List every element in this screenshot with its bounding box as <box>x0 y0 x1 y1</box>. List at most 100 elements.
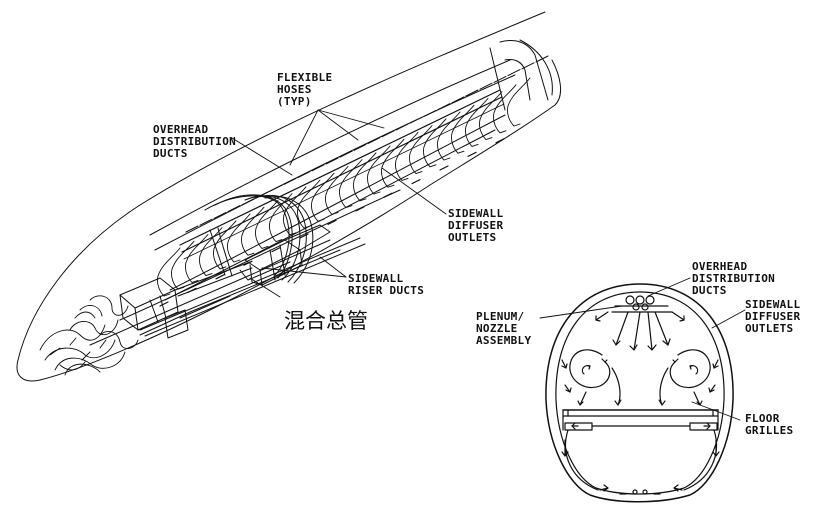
riser-loop-end <box>387 184 395 188</box>
nose-tubing <box>39 295 139 376</box>
label-overhead-distribution-ducts-left: OVERHEAD DISTRIBUTION DUCTS <box>153 123 237 160</box>
label-sidewall-riser-ducts: SIDEWALL RISER DUCTS <box>348 272 425 297</box>
fuselage-skin <box>16 11 562 382</box>
overhead-slot <box>339 150 353 158</box>
sidewall-slot <box>467 151 477 157</box>
riser-loop-end <box>373 191 381 195</box>
overhead-slot <box>409 116 423 124</box>
sidewall-slot <box>271 247 281 253</box>
riser-loop <box>451 104 475 154</box>
sidewall-slot <box>159 301 169 307</box>
label-mix-manifold-chinese: 混合总管 <box>284 309 368 333</box>
riser-loop-end <box>359 198 367 202</box>
overhead-slot <box>479 82 493 90</box>
overhead-slot <box>199 218 213 226</box>
sidewall-slot <box>355 206 365 212</box>
riser-loop <box>465 97 489 147</box>
floor-grilles-and-return <box>561 422 720 495</box>
label-sidewall-diffuser-outlets-right: SIDEWALL DIFFUSER OUTLETS <box>745 298 801 335</box>
overhead-slot <box>507 69 521 77</box>
overhead-duct-run <box>179 89 505 260</box>
overhead-slot <box>437 103 451 111</box>
overhead-slot <box>227 205 241 213</box>
riser-loop <box>423 118 447 168</box>
riser-loop-end <box>163 293 171 297</box>
riser-loop <box>157 247 181 297</box>
overhead-outlet-slots <box>185 55 549 233</box>
riser-loop <box>507 77 531 127</box>
riser-loop <box>283 186 307 236</box>
riser-loop-end <box>457 150 465 154</box>
riser-loop <box>241 206 265 256</box>
overhead-slot <box>269 184 283 192</box>
riser-loop <box>437 111 461 161</box>
overhead-slot <box>367 137 381 145</box>
riser-loop-end <box>275 239 283 243</box>
riser-loop <box>227 213 251 263</box>
overhead-slot <box>381 130 395 138</box>
overhead-slot <box>213 211 227 219</box>
riser-loop-end <box>289 232 297 236</box>
riser-loop <box>339 159 363 209</box>
riser-loop-end <box>443 157 451 161</box>
riser-loop <box>381 138 405 188</box>
overhead-slot <box>521 62 535 70</box>
riser-loop-end <box>317 218 325 222</box>
overhead-slot <box>465 89 479 97</box>
overhead-slot <box>283 177 297 185</box>
overhead-slot <box>241 198 255 206</box>
overhead-slot <box>297 171 311 179</box>
label-overhead-distribution-ducts-right: OVERHEAD DISTRIBUTION DUCTS <box>692 260 776 297</box>
overhead-slot <box>395 123 409 131</box>
mix-manifold-assembly <box>119 261 253 339</box>
riser-loop-end <box>261 245 269 249</box>
sidewall-outlet-slots <box>159 138 505 307</box>
overhead-slot <box>451 96 465 104</box>
label-floor-grilles: FLOOR GRILLES <box>745 412 794 437</box>
overhead-slot <box>353 143 367 151</box>
riser-loop <box>213 220 237 270</box>
riser-loop-end <box>401 177 409 181</box>
overhead-slot <box>185 225 199 233</box>
riser-loop <box>409 125 433 175</box>
floor-beam-lines <box>139 237 366 337</box>
riser-loop <box>479 91 503 141</box>
riser-loop-end <box>233 259 241 263</box>
sidewall-slot <box>411 179 421 185</box>
riser-loop <box>325 165 349 215</box>
overhead-slot <box>325 157 339 165</box>
label-flexible-hoses: FLEXIBLE HOSES (TYP) <box>277 71 333 108</box>
riser-loop <box>171 240 195 290</box>
riser-loop <box>395 131 419 181</box>
label-plenum-nozzle-assembly: PLENUM/ NOZZLE ASSEMBLY <box>476 310 532 347</box>
leader-lines <box>231 109 447 298</box>
sidewall-slot <box>327 219 337 225</box>
label-sidewall-diffuser-outlets-left: SIDEWALL DIFFUSER OUTLETS <box>448 207 504 244</box>
sidewall-slot <box>439 165 449 171</box>
riser-loop <box>185 233 209 283</box>
overhead-slot <box>493 75 507 83</box>
cabin-floor <box>562 409 719 431</box>
cross-section-leader-lines <box>539 277 746 421</box>
riser-loop-end <box>471 143 479 147</box>
riser-loop-end <box>247 252 255 256</box>
riser-loop-end <box>485 137 493 141</box>
riser-loop-end <box>191 279 199 283</box>
riser-loop <box>255 199 279 249</box>
riser-loop <box>367 145 391 195</box>
overhead-slot <box>423 109 437 117</box>
riser-loop-end <box>513 123 521 127</box>
overhead-slot <box>311 164 325 172</box>
riser-loop <box>311 172 335 222</box>
fuselage-cross-section-shell <box>545 283 734 503</box>
riser-loop <box>493 84 517 134</box>
air-flow-arrows <box>561 311 719 406</box>
overhead-duct-section <box>611 295 673 313</box>
riser-loop-end <box>415 171 423 175</box>
sidewall-slot <box>215 274 225 280</box>
riser-loop-end <box>331 211 339 215</box>
riser-loop <box>199 227 223 277</box>
